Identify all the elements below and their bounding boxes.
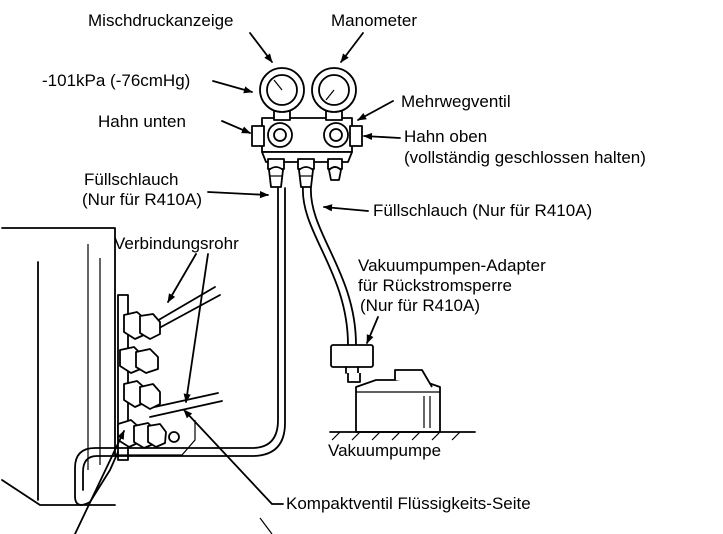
charge-hose-right-inner xyxy=(310,185,357,346)
charge-hose-right xyxy=(302,185,349,346)
charge-hose-left-inner xyxy=(82,187,286,491)
valves-and-flare-nuts xyxy=(117,311,180,449)
label-hahn-unten: Hahn unten xyxy=(98,112,186,131)
label-manometer: Manometer xyxy=(331,11,417,30)
label-mischdruckanzeige: Mischdruckanzeige xyxy=(88,11,234,30)
charge-hose-left xyxy=(74,187,279,506)
label-kompaktventil: Kompaktventil Flüssigkeits-Seite xyxy=(286,494,531,513)
label-adapter-2: für Rückstromsperre xyxy=(358,276,512,295)
label-adapter-1: Vakuumpumpen-Adapter xyxy=(358,256,546,275)
label-verbindungsrohr: Verbindungsrohr xyxy=(114,234,239,253)
label-vakuumpumpe: Vakuumpumpe xyxy=(328,441,442,460)
vacuum-pump xyxy=(329,369,476,441)
vacuum-pump-adapter xyxy=(330,344,374,374)
label-fuellschlauch-right: Füllschlauch (Nur für R410A) xyxy=(373,201,593,220)
label-pressure-reading: -101kPa (-76cmHg) xyxy=(42,71,191,90)
manometer-gauge xyxy=(311,67,357,121)
label-hahn-oben-note: (vollständig geschlossen halten) xyxy=(404,148,646,167)
high-valve-handle xyxy=(323,122,363,148)
low-valve-handle xyxy=(251,122,293,148)
leader-arrows xyxy=(74,32,401,534)
label-fuellschlauch-left-2: (Nur für R410A) xyxy=(82,190,202,209)
label-adapter-3: (Nur für R410A) xyxy=(360,296,480,315)
label-fuellschlauch-left-1: Füllschlauch xyxy=(84,170,179,189)
label-mehrwegventil: Mehrwegventil xyxy=(401,92,511,111)
compound-gauge xyxy=(259,67,305,121)
label-hahn-oben: Hahn oben xyxy=(404,127,488,146)
outdoor-unit xyxy=(1,227,196,506)
